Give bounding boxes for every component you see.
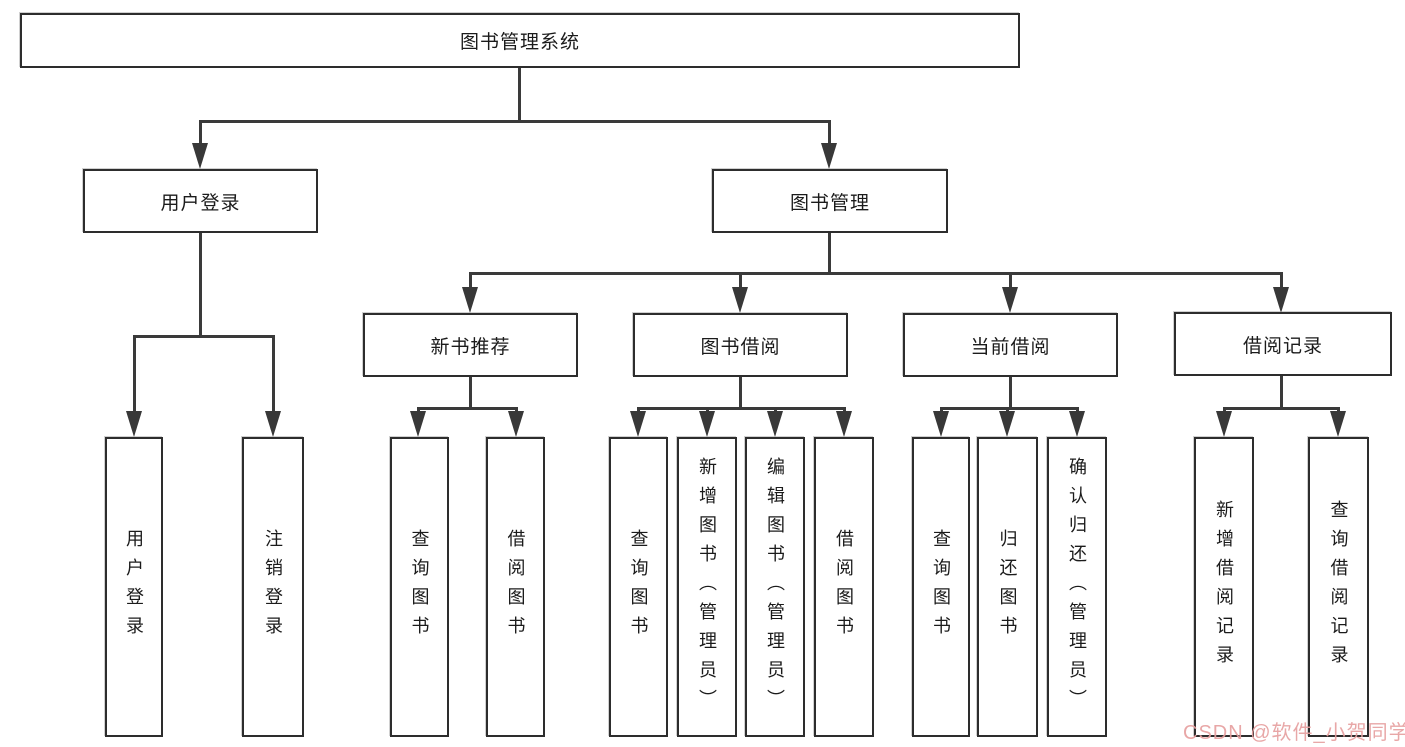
- connector-line: [940, 407, 1079, 410]
- connector-line: [739, 272, 742, 290]
- leaf-edit-book-admin-label: 编辑图书（管理员）: [765, 456, 785, 718]
- connector-line: [1006, 407, 1009, 414]
- leaf-return-books: 归还图书: [977, 437, 1038, 737]
- node-new-book-recommend-label: 新书推荐: [430, 336, 511, 358]
- leaf-query-borrow-record: 查询借阅记录: [1308, 437, 1369, 737]
- node-current-borrow: 当前借阅: [903, 313, 1118, 377]
- connector-line: [843, 407, 846, 414]
- leaf-confirm-return-admin: 确认归还（管理员）: [1047, 437, 1107, 737]
- arrow-down-icon: [1216, 411, 1232, 437]
- arrow-down-icon: [699, 411, 715, 437]
- leaf-borrow-books-recommend: 借阅图书: [486, 437, 545, 737]
- arrow-down-icon: [836, 411, 852, 437]
- connector-line: [199, 233, 202, 335]
- arrow-down-icon: [630, 411, 646, 437]
- leaf-query-books-borrow-label: 查询图书: [628, 529, 649, 645]
- node-user-login-label: 用户登录: [160, 192, 241, 214]
- arrow-down-icon: [462, 287, 478, 313]
- connector-line: [469, 272, 1282, 275]
- leaf-logout: 注销登录: [242, 437, 304, 737]
- connector-line: [1009, 377, 1012, 409]
- leaf-user-login-label: 用户登录: [124, 529, 144, 645]
- arrow-down-icon: [508, 411, 524, 437]
- connector-line: [940, 407, 943, 414]
- connector-line: [417, 407, 518, 410]
- leaf-logout-label: 注销登录: [263, 529, 283, 645]
- connector-line: [133, 335, 136, 415]
- leaf-borrow-books-label: 借阅图书: [834, 529, 854, 645]
- node-new-book-recommend: 新书推荐: [363, 313, 578, 377]
- arrow-down-icon: [1330, 411, 1346, 437]
- connector-line: [739, 377, 742, 409]
- arrow-down-icon: [265, 411, 281, 437]
- connector-line: [469, 272, 472, 290]
- leaf-confirm-return-admin-label: 确认归还（管理员）: [1067, 456, 1087, 718]
- connector-line: [272, 335, 275, 415]
- leaf-query-borrow-record-label: 查询借阅记录: [1328, 500, 1349, 674]
- arrow-down-icon: [1002, 287, 1018, 313]
- leaf-query-books-borrow: 查询图书: [609, 437, 668, 737]
- arrow-down-icon: [1069, 411, 1085, 437]
- leaf-borrow-books: 借阅图书: [814, 437, 874, 737]
- connector-line: [828, 233, 831, 274]
- connector-line: [637, 407, 640, 414]
- leaf-add-book-admin: 新增图书（管理员）: [677, 437, 737, 737]
- node-current-borrow-label: 当前借阅: [970, 336, 1051, 358]
- leaf-add-borrow-record-label: 新增借阅记录: [1214, 500, 1234, 674]
- leaf-add-borrow-record: 新增借阅记录: [1194, 437, 1254, 737]
- leaf-edit-book-admin: 编辑图书（管理员）: [745, 437, 805, 737]
- node-root-label: 图书管理系统: [459, 32, 580, 53]
- leaf-return-books-label: 归还图书: [997, 529, 1018, 645]
- node-book-borrow: 图书借阅: [633, 313, 848, 377]
- connector-line: [515, 407, 518, 414]
- connector-line: [1009, 272, 1012, 290]
- node-book-management-label: 图书管理: [789, 192, 870, 214]
- leaf-query-books-current-label: 查询图书: [931, 529, 951, 645]
- arrow-down-icon: [410, 411, 426, 437]
- connector-line: [1223, 407, 1226, 414]
- connector-line: [469, 377, 472, 409]
- connector-line: [637, 407, 846, 410]
- leaf-query-books-recommend-label: 查询图书: [409, 529, 430, 645]
- arrow-down-icon: [821, 143, 837, 169]
- leaf-query-books-current: 查询图书: [912, 437, 970, 737]
- arrow-down-icon: [999, 411, 1015, 437]
- connector-line: [518, 68, 521, 122]
- arrow-down-icon: [767, 411, 783, 437]
- node-book-management: 图书管理: [712, 169, 948, 233]
- leaf-user-login: 用户登录: [105, 437, 163, 737]
- node-borrow-records-label: 借阅记录: [1242, 335, 1323, 357]
- connector-line: [1280, 272, 1283, 290]
- connector-line: [828, 120, 831, 146]
- connector-line: [1337, 407, 1340, 414]
- connector-line: [417, 407, 420, 414]
- connector-line: [1280, 376, 1283, 409]
- connector-line: [199, 120, 202, 146]
- leaf-borrow-books-recommend-label: 借阅图书: [505, 529, 526, 645]
- arrow-down-icon: [192, 143, 208, 169]
- node-root: 图书管理系统: [20, 13, 1020, 68]
- connector-line: [706, 407, 709, 414]
- node-book-borrow-label: 图书借阅: [700, 336, 781, 358]
- connector-line: [774, 407, 777, 414]
- arrow-down-icon: [933, 411, 949, 437]
- csdn-watermark: CSDN @软件_小贺同学: [1183, 722, 1405, 744]
- connector-line: [1076, 407, 1079, 414]
- node-borrow-records: 借阅记录: [1174, 312, 1392, 376]
- connector-line: [199, 120, 831, 123]
- arrow-down-icon: [1273, 287, 1289, 313]
- arrow-down-icon: [126, 411, 142, 437]
- leaf-query-books-recommend: 查询图书: [390, 437, 449, 737]
- connector-line: [133, 335, 274, 338]
- arrow-down-icon: [732, 287, 748, 313]
- node-user-login: 用户登录: [83, 169, 318, 233]
- leaf-add-book-admin-label: 新增图书（管理员）: [697, 456, 717, 718]
- connector-line: [1223, 407, 1340, 410]
